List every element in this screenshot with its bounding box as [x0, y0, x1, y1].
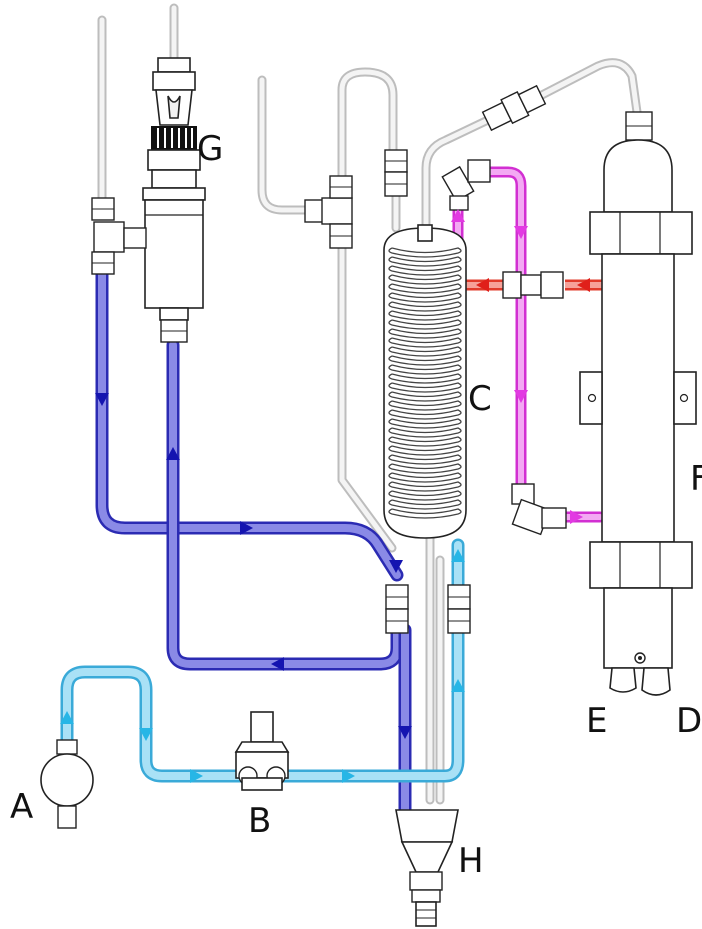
coil-winding	[388, 382, 462, 393]
component-g-sensor	[142, 57, 206, 343]
label-a: A	[10, 787, 33, 827]
component-b-valve	[234, 711, 290, 791]
coil-winding	[388, 463, 462, 474]
coil-rings	[388, 247, 462, 519]
coil-winding	[388, 481, 462, 492]
dark-blue-arrow	[271, 657, 284, 671]
light-blue-arrow	[60, 711, 74, 724]
coil-winding	[388, 364, 462, 375]
component-c-coil	[383, 224, 467, 539]
component-labels: A B C D E F G H	[10, 129, 702, 881]
light-blue-arrow	[190, 769, 203, 783]
coil-elbow-fitting	[441, 159, 491, 211]
coil-winding	[388, 400, 462, 411]
magenta-arrow	[451, 209, 465, 222]
magenta-arrow	[514, 226, 528, 239]
coil-winding	[388, 301, 462, 312]
component-a-bulb	[40, 739, 94, 829]
magenta-elbow-fitting	[511, 483, 567, 536]
coil-winding	[388, 283, 462, 294]
magenta-arrow	[570, 510, 583, 524]
coil-winding	[388, 490, 462, 501]
red-arrow	[577, 278, 590, 292]
coil-winding	[388, 508, 462, 519]
red-union-fitting	[502, 271, 564, 299]
coil-winding	[388, 454, 462, 465]
lower-fittings	[385, 584, 471, 634]
grey-tubing	[97, 3, 642, 805]
coil-winding	[388, 436, 462, 447]
dark-blue-arrow	[398, 726, 412, 739]
coil-winding	[388, 274, 462, 285]
label-c: C	[468, 379, 492, 419]
coil-winding	[388, 427, 462, 438]
coil-winding	[388, 472, 462, 483]
coil-winding	[388, 337, 462, 348]
magenta-tubing	[452, 166, 606, 523]
coil-winding	[388, 256, 462, 267]
light-blue-tubing	[60, 538, 465, 783]
coil-winding	[388, 319, 462, 330]
coil-winding	[388, 247, 462, 258]
coil-winding	[388, 499, 462, 510]
magenta-arrow	[514, 390, 528, 403]
component-f-column	[579, 111, 697, 696]
label-g: G	[197, 129, 223, 169]
coil-winding	[388, 391, 462, 402]
dark-blue-arrow	[166, 447, 180, 460]
coil-winding	[388, 445, 462, 456]
red-arrow	[476, 278, 489, 292]
upper-tee-fittings	[304, 149, 408, 249]
light-blue-arrow	[451, 549, 465, 562]
light-blue-arrow	[139, 728, 153, 741]
coil-winding	[388, 373, 462, 384]
label-f: F	[690, 459, 702, 499]
light-blue-arrow	[342, 769, 355, 783]
coil-winding	[388, 409, 462, 420]
label-h: H	[458, 841, 484, 881]
coil-winding	[388, 265, 462, 276]
diagonal-fittings	[481, 84, 547, 132]
dark-blue-arrow	[240, 521, 253, 535]
coil-winding	[388, 310, 462, 321]
coil-winding	[388, 328, 462, 339]
coil-winding	[388, 346, 462, 357]
flow-arrows	[60, 209, 590, 783]
label-b: B	[248, 801, 271, 841]
dark-blue-arrow	[95, 393, 109, 406]
left-tee-fitting	[91, 197, 147, 275]
component-h-collector	[395, 809, 459, 927]
light-blue-arrow	[451, 679, 465, 692]
coil-winding	[388, 418, 462, 429]
coil-winding	[388, 292, 462, 303]
coil-winding	[388, 355, 462, 366]
label-e: E	[586, 701, 607, 741]
dark-blue-arrow	[389, 560, 403, 573]
label-d: D	[676, 701, 702, 741]
